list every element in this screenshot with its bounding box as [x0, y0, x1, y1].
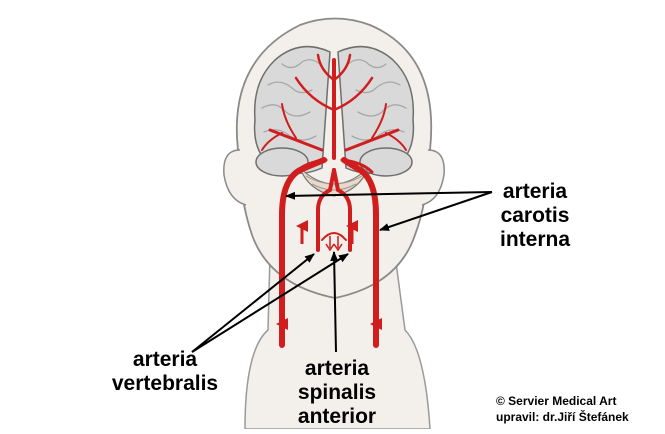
carotid-arteries — [279, 157, 379, 348]
label-arteria-vertebralis: arteria vertebralis — [100, 348, 230, 396]
credit-line: upravil: dr.Jiří Štefánek — [496, 410, 629, 424]
leader-lines — [191, 191, 493, 353]
label-line: arteria — [132, 348, 198, 371]
copyright-credit: © Servier Medical Art upravil: dr.Jiří Š… — [496, 393, 664, 425]
label-arteria-spinalis-anterior: arteria spinalis anterior — [282, 357, 392, 429]
spinal-artery-flow — [325, 236, 343, 252]
label-line: anterior — [297, 405, 377, 428]
credit-line: © Servier Medical Art — [496, 394, 617, 408]
label-line: arteria — [304, 357, 370, 380]
brain — [253, 45, 415, 197]
label-line: spinalis — [297, 381, 377, 404]
blood-flow-arrows — [276, 220, 382, 344]
label-arteria-carotis-interna: arteria carotis interna — [480, 180, 590, 252]
label-line: arteria — [502, 180, 568, 203]
label-line: interna — [499, 228, 570, 251]
label-line: vertebralis — [111, 372, 219, 395]
vertebral-arteries — [316, 168, 352, 252]
label-line: carotis — [500, 204, 570, 227]
